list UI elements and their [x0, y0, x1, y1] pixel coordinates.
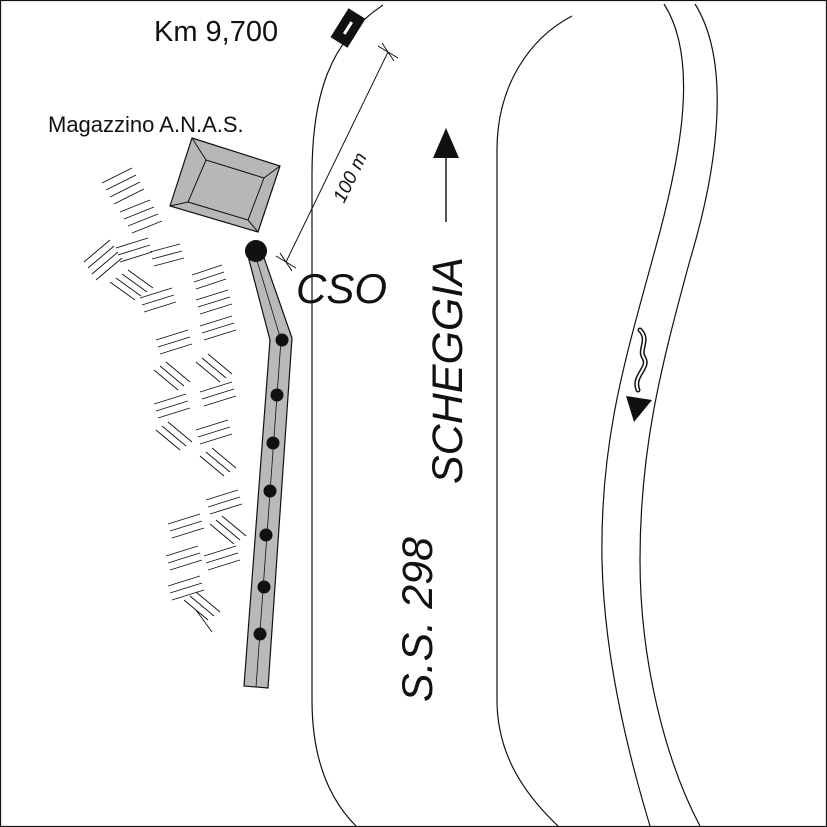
direction-label: SCHEGGIA: [424, 257, 472, 484]
river-bank-right: [639, 3, 718, 827]
km-post-icon: [330, 8, 366, 48]
river-bank-left: [601, 3, 685, 827]
manhole-node: [253, 627, 267, 641]
manhole-node: [266, 436, 280, 450]
distance-dimension: [275, 42, 399, 272]
manhole-node: [257, 580, 271, 594]
cso-node: [245, 240, 267, 262]
km-label: Km 9,700: [154, 16, 278, 48]
vegetation-hatching: [83, 167, 247, 633]
warehouse-building: [169, 137, 281, 233]
road-label: S.S. 298: [394, 537, 442, 702]
manhole-node: [259, 528, 273, 542]
manhole-node: [270, 388, 284, 402]
manhole-nodes: [253, 333, 289, 641]
warehouse-label: Magazzino A.N.A.S.: [48, 112, 244, 137]
north-arrow-icon: [433, 128, 459, 222]
manhole-node: [263, 484, 277, 498]
manhole-node: [275, 333, 289, 347]
road-edge-right: [496, 15, 573, 827]
flow-arrow-icon: [626, 327, 652, 422]
cso-label: CSO: [296, 265, 387, 312]
